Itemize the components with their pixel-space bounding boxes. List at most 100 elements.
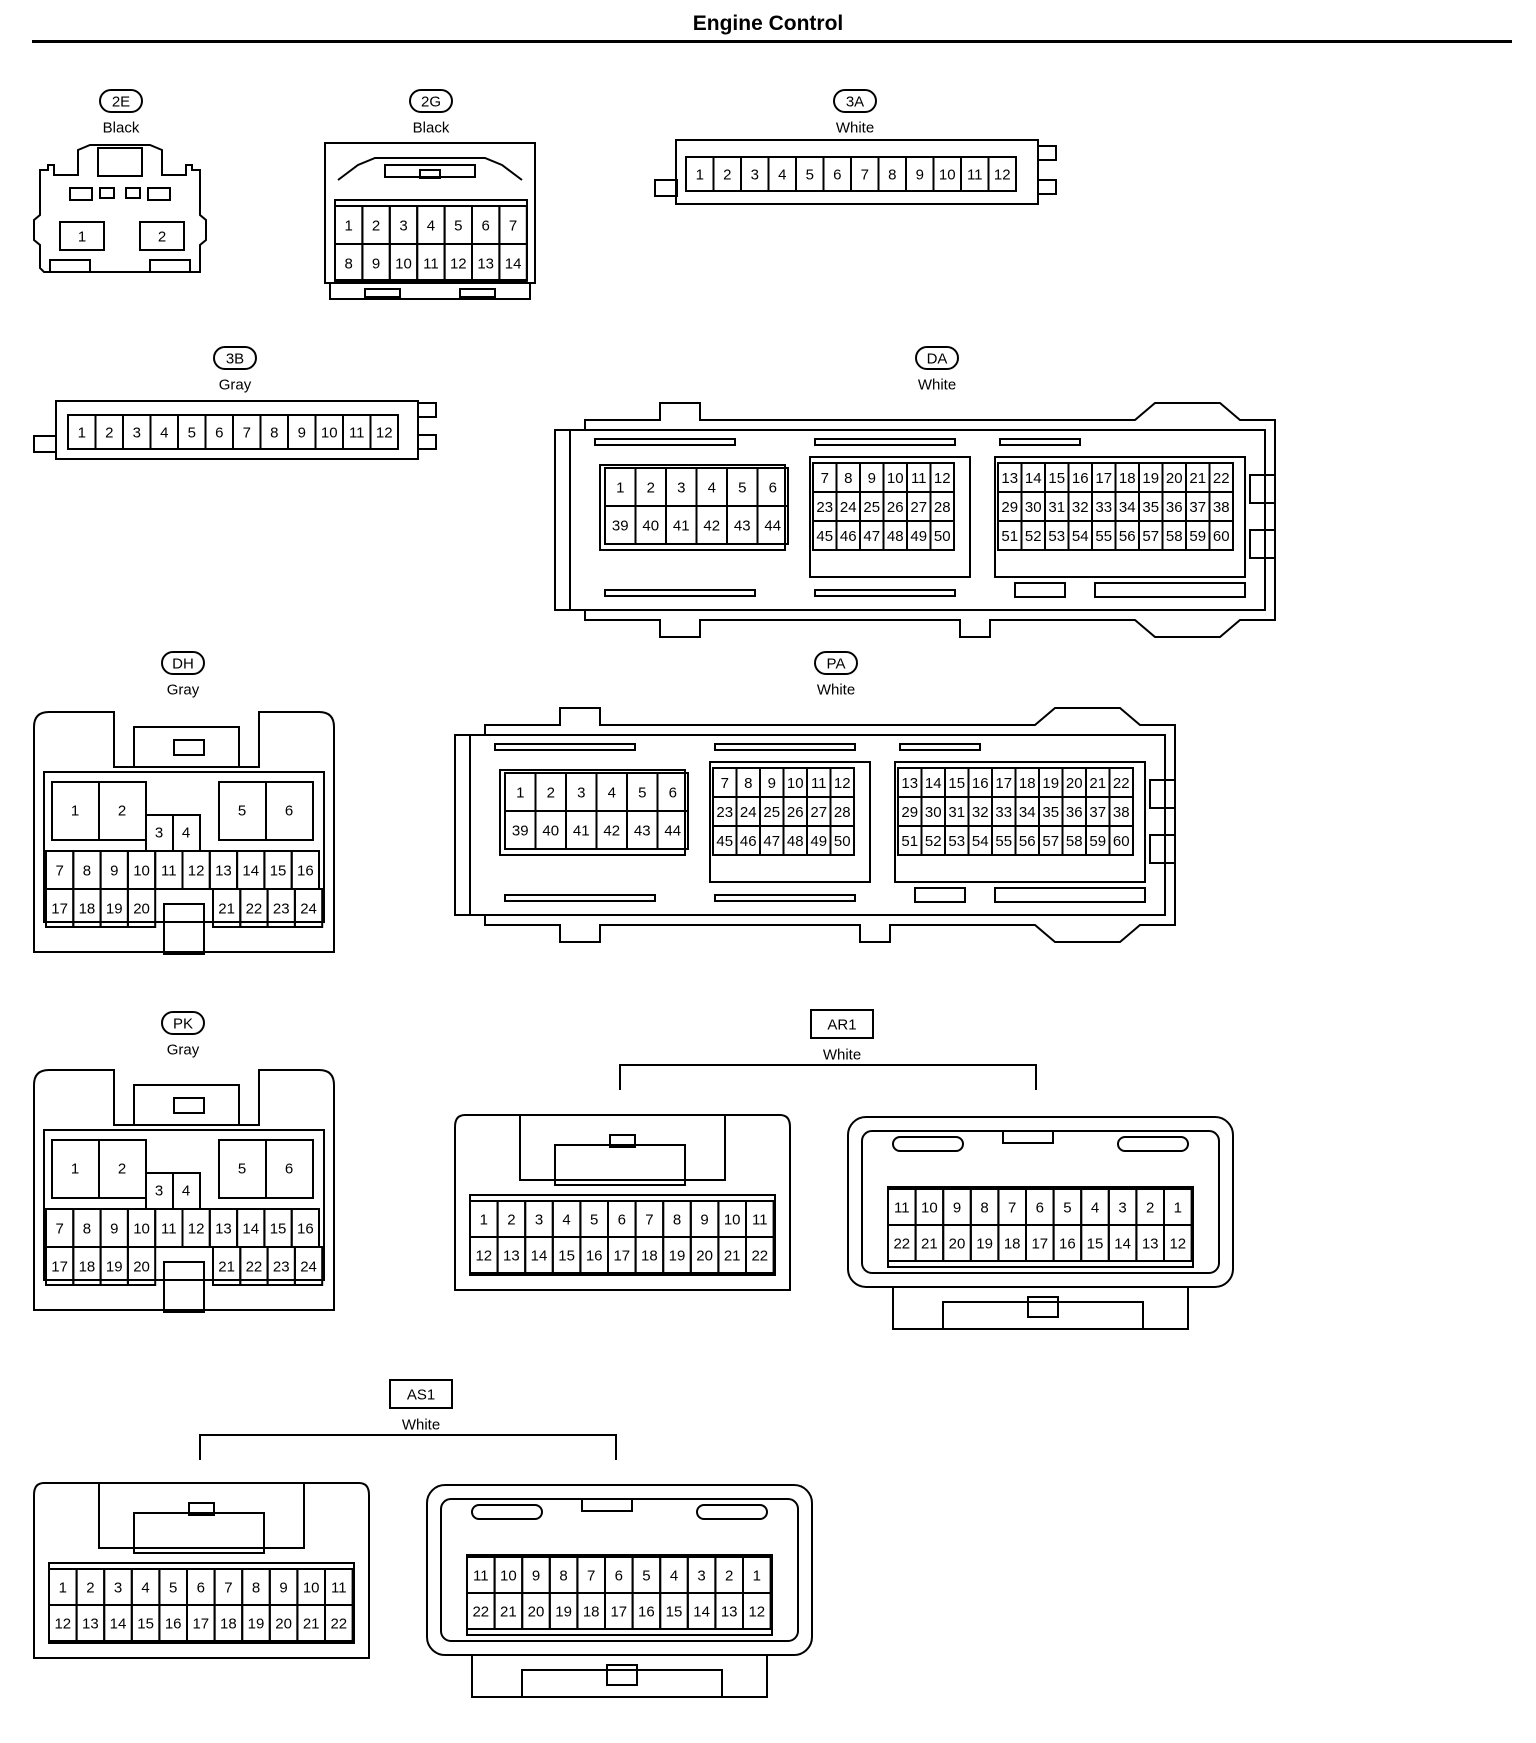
- slot: [714, 894, 856, 902]
- connector-id-box: [810, 1009, 874, 1039]
- title-rule: [32, 40, 1512, 43]
- cavity: [69, 187, 93, 201]
- pin-number: 7: [55, 863, 63, 880]
- base: [329, 282, 531, 300]
- pin-number: 23: [716, 804, 733, 821]
- pin-number: 6: [669, 785, 677, 802]
- pin-number: 22: [751, 1248, 768, 1265]
- page-title: Engine Control: [692, 12, 844, 35]
- pin-number: 4: [708, 480, 716, 497]
- connector-color: White: [836, 120, 874, 137]
- pin-number: 41: [573, 823, 590, 840]
- connector-id-pill: [161, 1011, 205, 1035]
- pin-number: 10: [921, 1200, 938, 1217]
- pin-number: 21: [921, 1236, 938, 1253]
- pin-number: 1: [696, 167, 704, 184]
- pin-number: 1: [78, 425, 86, 442]
- pin-number: 6: [197, 1580, 205, 1597]
- pin-number: 19: [669, 1248, 686, 1265]
- connector-id-pill: [409, 89, 453, 113]
- pin-number: 10: [395, 256, 412, 273]
- pin-number: 14: [505, 256, 522, 273]
- pin-number: 24: [740, 804, 757, 821]
- cavity: [147, 187, 171, 201]
- pin-number: 7: [243, 425, 251, 442]
- connector-id-pill: [161, 651, 205, 675]
- pin-number: 32: [972, 804, 989, 821]
- pin-number: 15: [1048, 470, 1065, 487]
- tab: [1037, 145, 1057, 161]
- pin-number: 2: [105, 425, 113, 442]
- pin-number: 4: [670, 1568, 678, 1585]
- pin-number: 12: [450, 256, 467, 273]
- pin-number: 8: [980, 1200, 988, 1217]
- slot: [814, 589, 956, 597]
- pin-number: 49: [810, 833, 827, 850]
- pin-number: 31: [948, 804, 965, 821]
- pin-number: 2: [118, 803, 126, 820]
- pin-number: 25: [863, 499, 880, 516]
- pin-number: 40: [542, 823, 559, 840]
- vent-slot: [1117, 1136, 1189, 1152]
- pin-number: 16: [297, 863, 314, 880]
- pin-number: 12: [188, 1221, 205, 1238]
- housing-outline: [454, 1114, 791, 1291]
- pin-number: 13: [1142, 1236, 1159, 1253]
- latch-tab: [173, 739, 205, 756]
- slot: [999, 438, 1081, 446]
- pin-number: 13: [503, 1248, 520, 1265]
- connector-color: White: [823, 1047, 861, 1064]
- pin-number: 7: [645, 1212, 653, 1229]
- latch-frame: [519, 1115, 726, 1181]
- block-frame: [709, 761, 871, 883]
- pin-number: 10: [303, 1580, 320, 1597]
- vent-slot: [696, 1504, 768, 1520]
- pin-number: 36: [1066, 804, 1083, 821]
- pin-number: 15: [270, 1221, 287, 1238]
- pin-number: 1: [516, 785, 524, 802]
- pin-number: 11: [349, 425, 365, 442]
- pin-number: 15: [666, 1604, 683, 1621]
- pin-number: 13: [721, 1604, 738, 1621]
- slot: [899, 743, 981, 751]
- pin-number: 3: [577, 785, 585, 802]
- latch-tab: [609, 1134, 636, 1148]
- pin-number: 9: [868, 470, 876, 487]
- pin-number: 50: [834, 833, 851, 850]
- tab: [654, 179, 678, 197]
- latch-tab: [581, 1498, 633, 1512]
- slot: [504, 894, 656, 902]
- tab: [417, 434, 437, 450]
- bracket-line: [619, 1064, 1037, 1090]
- pin-number: 5: [642, 1568, 650, 1585]
- pin-number: 10: [787, 775, 804, 792]
- pin-number: 35: [1142, 499, 1159, 516]
- pin-number: 12: [475, 1248, 492, 1265]
- pin-number: 19: [106, 901, 123, 918]
- connector-id-pill: [814, 651, 858, 675]
- connector-id: 2G: [421, 94, 441, 111]
- pin-number: 23: [273, 901, 290, 918]
- pin-number: 17: [613, 1248, 630, 1265]
- pin-number: 2: [1146, 1200, 1154, 1217]
- pin-number: 3: [155, 1183, 163, 1200]
- pin-number: 43: [634, 823, 651, 840]
- pin-number: 46: [740, 833, 757, 850]
- pin-number: 4: [160, 425, 168, 442]
- pin-number: 14: [110, 1616, 127, 1633]
- latch: [1027, 1296, 1059, 1318]
- pin-number: 14: [1025, 470, 1042, 487]
- pin-cell: [745, 1236, 775, 1274]
- pin-number: 11: [752, 1212, 768, 1229]
- latch: [97, 147, 143, 177]
- pin-number: 6: [615, 1568, 623, 1585]
- pin-number: 1: [59, 1580, 67, 1597]
- pin-number: 46: [840, 528, 857, 545]
- pin-number: 9: [768, 775, 776, 792]
- connector-id: DA: [927, 351, 948, 368]
- pin-number: 20: [696, 1248, 713, 1265]
- slot: [994, 887, 1146, 903]
- housing-inner: [469, 734, 1166, 916]
- connector-color: White: [817, 682, 855, 699]
- pin-number: 59: [1089, 833, 1106, 850]
